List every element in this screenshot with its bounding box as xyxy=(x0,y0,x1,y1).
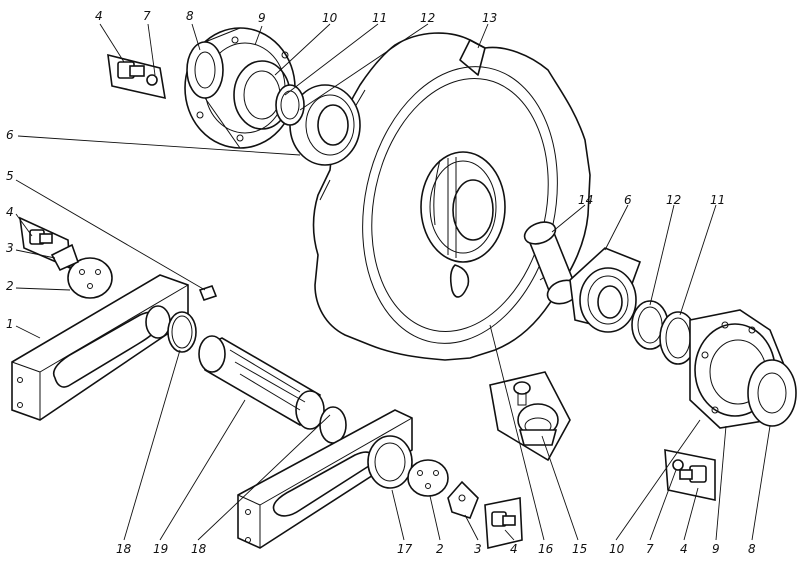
left-cover-plate xyxy=(67,257,113,299)
label-bottom-8: 8 xyxy=(748,542,756,556)
bottom-lock-plate xyxy=(447,480,479,519)
grease-fitting-group xyxy=(489,371,571,462)
label-bottom-7: 7 xyxy=(646,542,654,556)
label-top-9: 9 xyxy=(258,11,266,25)
label-bottom-3: 3 xyxy=(474,542,482,556)
bottom-bolt-plate xyxy=(484,497,523,549)
bottom-bar xyxy=(237,409,413,549)
label-top-7: 7 xyxy=(143,9,151,23)
top-bolt-plate xyxy=(107,53,166,100)
label-left-3: 3 xyxy=(6,241,14,255)
label-top-11: 11 xyxy=(372,11,388,25)
label-top-4: 4 xyxy=(95,9,103,23)
bottom-cover-plate xyxy=(407,459,449,497)
label-bottom-4: 4 xyxy=(510,542,518,556)
label-bottom-19: 19 xyxy=(153,542,169,556)
right-hub-flange xyxy=(689,309,797,429)
left-oring xyxy=(167,311,197,353)
label-bottom-9: 9 xyxy=(712,542,720,556)
label-left-4: 4 xyxy=(6,205,14,219)
label-top-8: 8 xyxy=(186,9,194,23)
wheel-housing xyxy=(312,32,591,361)
label-left-5: 5 xyxy=(6,169,14,183)
label-bottom-4b: 4 xyxy=(680,542,688,556)
label-left-2: 2 xyxy=(6,279,14,293)
label-bottom-10: 10 xyxy=(609,542,625,556)
axle xyxy=(198,335,347,444)
label-bottom-17: 17 xyxy=(397,542,413,556)
label-left-1: 1 xyxy=(6,317,14,331)
label-left-6: 6 xyxy=(6,128,14,142)
label-bottom-15: 15 xyxy=(572,542,588,556)
label-right-12: 12 xyxy=(666,193,682,207)
label-right-14: 14 xyxy=(578,193,594,207)
label-bottom-18b: 18 xyxy=(191,542,207,556)
label-top-12: 12 xyxy=(420,11,436,25)
left-bolt-plate xyxy=(19,216,80,272)
label-bottom-2: 2 xyxy=(436,542,444,556)
label-right-11: 11 xyxy=(710,193,726,207)
label-top-10: 10 xyxy=(322,11,338,25)
label-top-13: 13 xyxy=(482,11,498,25)
leader-lines xyxy=(15,23,771,541)
right-bearing xyxy=(569,247,642,333)
label-right-6: 6 xyxy=(624,193,632,207)
label-bottom-18a: 18 xyxy=(116,542,132,556)
top-left-hub xyxy=(184,27,296,149)
label-bottom-16: 16 xyxy=(538,542,554,556)
right-bolt-plate xyxy=(664,449,716,501)
top-bearing xyxy=(275,84,361,166)
